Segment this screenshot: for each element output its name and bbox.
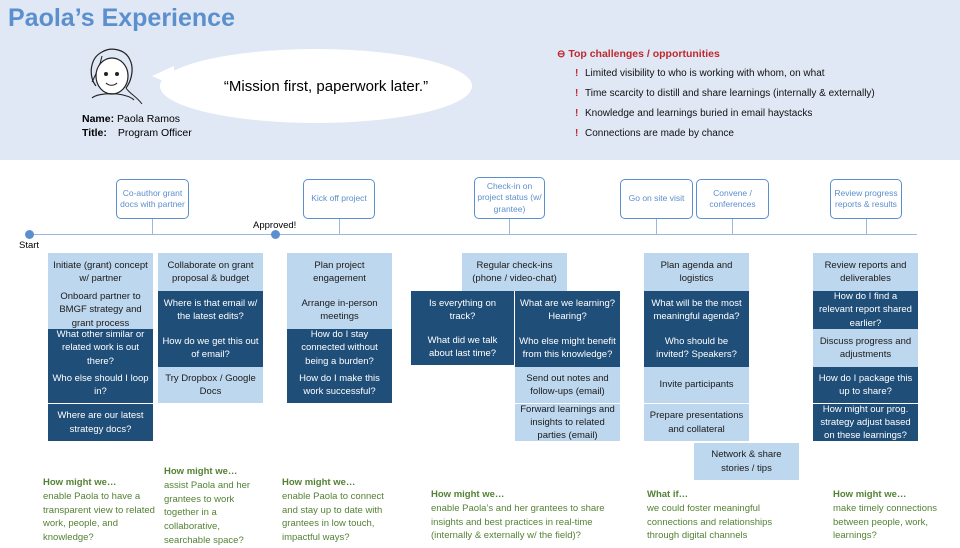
activity-card: Try Dropbox / Google Docs (158, 367, 263, 403)
milestone-box: Review progress reports & results (830, 179, 902, 219)
hmw-text: assist Paola and her grantees to work to… (164, 479, 251, 546)
question-card: What will be the most meaningful agenda? (644, 291, 749, 329)
question-card: Is everything on track? (411, 291, 514, 329)
hmw-heading: What if… (647, 489, 689, 500)
speech-bubble-tail (152, 66, 174, 86)
hmw-text: enable Paola’s and her grantees to share… (431, 502, 605, 542)
activity-card: Plan project engagement (287, 253, 392, 291)
activity-card: Initiate (grant) concept w/ partner (48, 253, 153, 291)
hmw-block: How might we… make timely connections be… (833, 488, 955, 543)
milestone-connector (732, 219, 733, 234)
milestone-box: Co-author grant docs with partner (116, 179, 189, 219)
milestone-box: Kick off project (303, 179, 375, 219)
question-card: What other similar or related work is ou… (48, 329, 153, 367)
challenges-title: ⊖ Top challenges / opportunities (557, 48, 720, 60)
hmw-block: How might we… assist Paola and her grant… (164, 465, 268, 548)
activity-card: Onboard partner to BMGF strategy and gra… (48, 291, 153, 329)
question-card: How do I find a relevant report shared e… (813, 291, 918, 329)
challenge-text: Time scarcity to distill and share learn… (585, 88, 875, 99)
hmw-heading: How might we… (833, 489, 907, 500)
milestone-connector (866, 219, 867, 234)
challenge-text: Limited visibility to who is working wit… (585, 68, 825, 79)
hmw-block: How might we… enable Paola to connect an… (282, 476, 400, 545)
activity-card: Send out notes and follow-ups (email) (515, 367, 620, 403)
persona-name: Paola Ramos (117, 113, 181, 125)
hmw-block: How might we… enable Paola’s and her gra… (431, 488, 621, 543)
hmw-heading: How might we… (164, 466, 238, 477)
start-dot (25, 230, 34, 239)
activity-card: Review reports and deliverables (813, 253, 918, 291)
activity-card: Invite participants (644, 367, 749, 403)
question-card: How do I make this work successful? (287, 367, 392, 403)
start-label: Start (19, 240, 40, 251)
hmw-heading: How might we… (282, 477, 356, 488)
exclamation-icon: ! (575, 88, 579, 99)
minus-circle-icon: ⊖ (557, 49, 566, 60)
milestone-connector (656, 219, 657, 234)
question-card: How might our prog. strategy adjust base… (813, 404, 918, 441)
activity-card: Forward learnings and insights to relate… (515, 404, 620, 441)
timeline-line (29, 234, 917, 235)
question-card: Who should be invited? Speakers? (644, 329, 749, 367)
milestone-connector (339, 219, 340, 234)
question-card: How do I package this up to share? (813, 367, 918, 403)
question-card: How do we get this out of email? (158, 329, 263, 367)
persona-quote: “Mission first, paperwork later.” (223, 77, 429, 95)
milestone-box: Convene / conferences (696, 179, 769, 219)
hmw-text: we could foster meaningful connections a… (647, 502, 773, 542)
challenge-text: Connections are made by chance (585, 128, 734, 139)
milestone-connector (509, 219, 510, 234)
approved-dot (271, 230, 280, 239)
activity-card: Plan agenda and logistics (644, 253, 749, 291)
approved-label: Approved! (253, 220, 297, 231)
exclamation-icon: ! (575, 108, 579, 119)
activity-card: Discuss progress and adjustments (813, 329, 918, 367)
persona-name-line: Name: Paola Ramos (82, 113, 180, 125)
hmw-text: enable Paola to have a transparent view … (43, 490, 155, 544)
title-label: Title: (82, 127, 107, 139)
milestone-box: Check-in on project status (w/ grantee) (474, 177, 545, 219)
hmw-heading: How might we… (431, 489, 505, 500)
question-card: Who else should I loop in? (48, 367, 153, 403)
milestone-connector (152, 219, 153, 234)
hmw-block: What if… we could foster meaningful conn… (647, 488, 787, 543)
exclamation-icon: ! (575, 128, 579, 139)
question-card: How do I stay connected without being a … (287, 329, 392, 367)
page-title: Paola’s Experience (8, 4, 235, 32)
milestone-box: Go on site visit (620, 179, 693, 219)
avatar (90, 48, 143, 105)
question-card: Where is that email w/ the latest edits? (158, 291, 263, 329)
name-label: Name: (82, 113, 115, 125)
activity-card: Network & share stories / tips (694, 443, 799, 480)
hmw-block: How might we… enable Paola to have a tra… (43, 476, 155, 545)
hmw-text: enable Paola to connect and stay up to d… (282, 490, 384, 544)
exclamation-icon: ! (575, 68, 579, 79)
activity-card: Collaborate on grant proposal & budget (158, 253, 263, 291)
question-card: What did we talk about last time? (411, 329, 514, 365)
speech-bubble (160, 49, 472, 123)
activity-card: Prepare presentations and collateral (644, 404, 749, 441)
question-card: What are we learning? Hearing? (515, 291, 620, 329)
challenge-text: Knowledge and learnings buried in email … (585, 108, 813, 119)
challenges-heading: Top challenges / opportunities (568, 48, 720, 60)
persona-title-line: Title: Program Officer (82, 127, 192, 139)
hmw-heading: How might we… (43, 477, 117, 488)
question-card: Where are our latest strategy docs? (48, 404, 153, 441)
persona-title: Program Officer (117, 127, 192, 139)
activity-card: Arrange in-person meetings (287, 291, 392, 329)
activity-card: Regular check-ins (phone / video-chat) (462, 253, 567, 291)
hmw-text: make timely connections between people, … (833, 502, 938, 542)
question-card: Who else might benefit from this knowled… (515, 329, 620, 367)
